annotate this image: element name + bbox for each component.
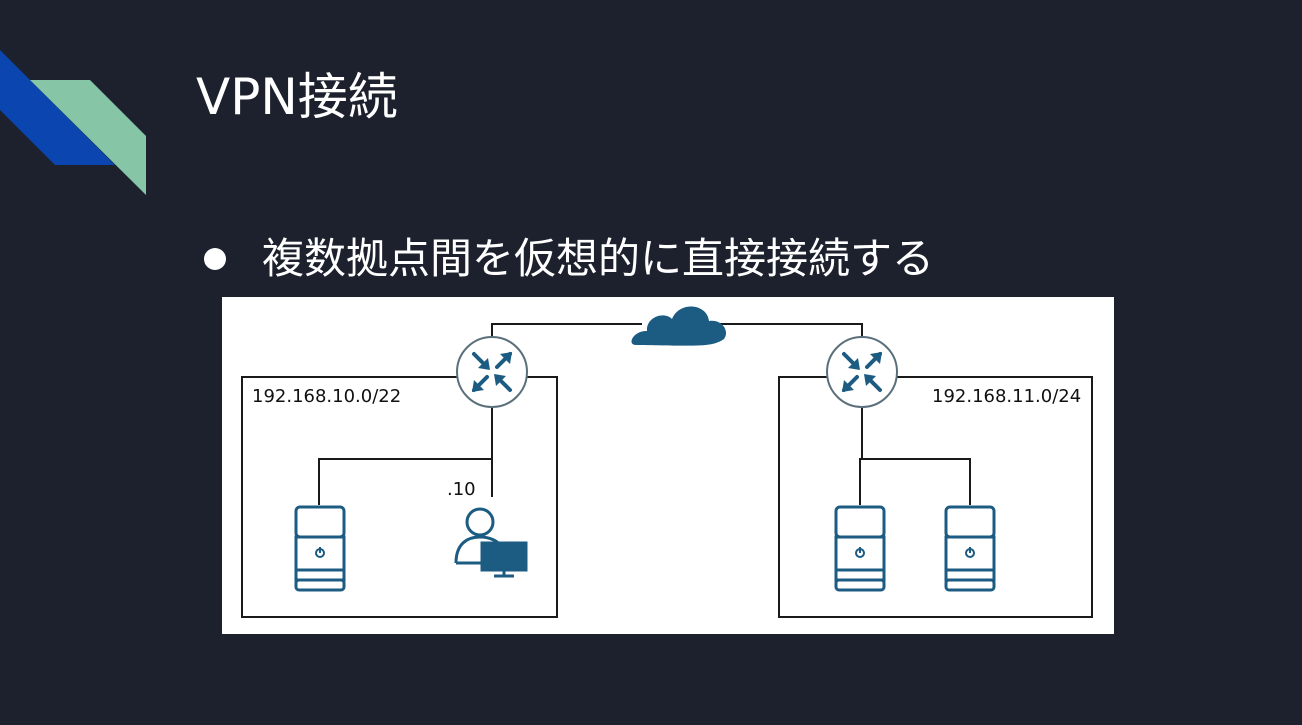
user-host-label: .10 bbox=[447, 479, 476, 500]
network-diagram: 192.168.10.0/22 192.168.11.0/24 .10 bbox=[222, 297, 1114, 634]
bullet-text: 複数拠点間を仮想的に直接接続する bbox=[262, 234, 935, 283]
right-server2-link bbox=[862, 458, 971, 505]
left-network-box bbox=[241, 376, 558, 618]
server-icon bbox=[834, 505, 886, 592]
slide-title: VPN接続 bbox=[196, 68, 398, 126]
bullet-item: 複数拠点間を仮想的に直接接続する bbox=[204, 228, 934, 290]
server-icon bbox=[944, 505, 996, 592]
right-network-label: 192.168.11.0/24 bbox=[932, 386, 1081, 407]
decoration-blue-stripe bbox=[0, 50, 115, 165]
left-network-label: 192.168.10.0/22 bbox=[252, 386, 401, 407]
corner-decoration bbox=[0, 50, 146, 195]
user-workstation-icon bbox=[454, 507, 528, 578]
router-icon bbox=[825, 335, 899, 409]
left-server-link bbox=[318, 458, 492, 505]
bullet-dot-icon bbox=[204, 248, 226, 270]
cloud-icon bbox=[631, 306, 727, 346]
router-icon bbox=[455, 335, 529, 409]
server-icon bbox=[294, 505, 346, 592]
decoration-green-stripe bbox=[30, 80, 146, 195]
right-network-box bbox=[778, 376, 1093, 618]
right-server-link bbox=[859, 458, 862, 505]
